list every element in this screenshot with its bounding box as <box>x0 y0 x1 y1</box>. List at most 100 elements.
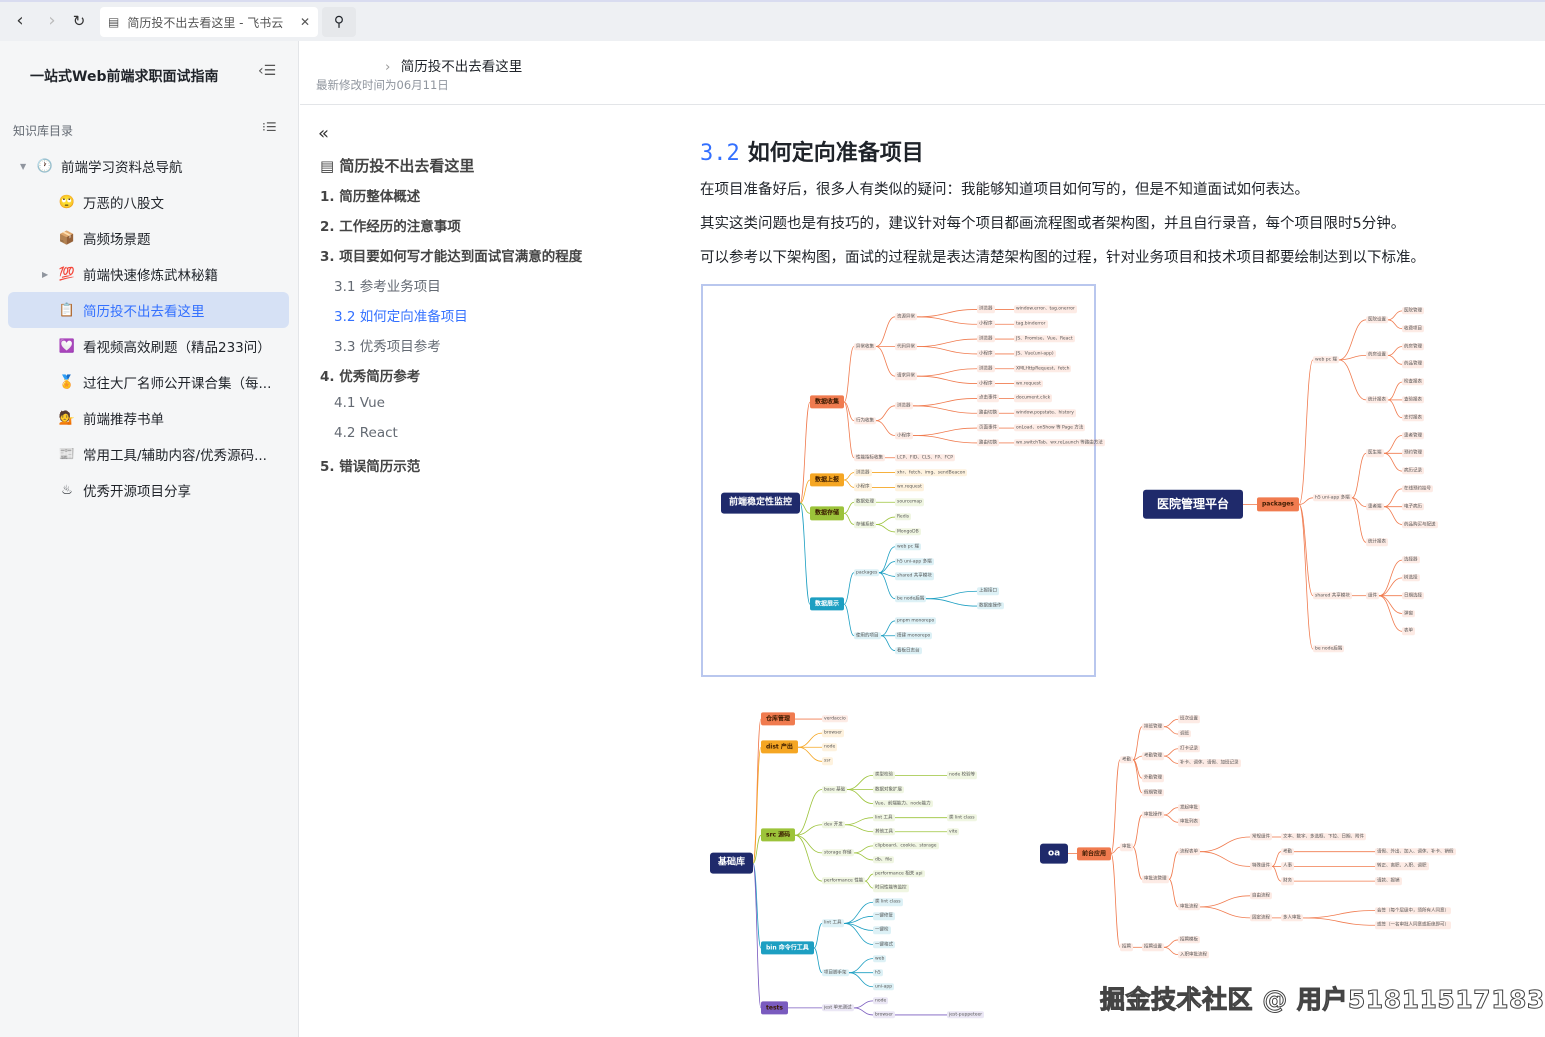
mindmap-node: 招聘设置 <box>1142 943 1164 951</box>
mindmap-connector <box>925 598 978 607</box>
mindmap-node: 财务 <box>1281 877 1294 885</box>
toc-item[interactable]: 1. 简历整体概述 <box>320 189 421 205</box>
sidebar-item[interactable]: 🙄万恶的八股文 <box>8 184 289 220</box>
mindmap-connector <box>799 479 811 504</box>
toc-item[interactable]: 3.2 如何定向准备项目 <box>334 309 468 325</box>
mindmap-node: 文本、数字、多选框、下拉、日期、附件 <box>1281 833 1366 841</box>
browser-tab[interactable]: ▤ 简历投不出去看这里 - 飞书云 ✕ <box>100 7 318 37</box>
sidebar-item[interactable]: ▶💯前端快速修炼武林秘籍 <box>8 256 289 292</box>
mindmap-node: 类型校验 <box>873 771 895 780</box>
chevron-left-icon[interactable]: ‹ <box>16 10 24 31</box>
toc-item[interactable]: 4.2 React <box>334 425 398 441</box>
mindmap-node: base 基础 <box>822 785 848 794</box>
collapse-toc-icon[interactable]: « <box>318 123 330 144</box>
watermark: 掘金技术社区 @ 用户5181151718372 <box>1100 985 1545 1015</box>
mindmap-node: 打卡记录 <box>1178 745 1200 753</box>
mindmap-node: 数据处理 <box>854 498 876 506</box>
mindmap-hospital-platform[interactable]: 医院管理收费项目医院设置药房管理药品管理药房设置检查报表查验报表支付报表统计报表… <box>1130 290 1545 680</box>
mindmap-node: 一键检 <box>873 926 891 935</box>
paragraph: 可以参考以下架构图，面试的过程就是表达清楚架构图的过程，针对业务项目和技术项目都… <box>700 250 1425 266</box>
mindmap-node: 固定流程 <box>1250 914 1272 922</box>
search-button[interactable]: ⚲ <box>322 7 356 37</box>
mindmap-node: 收费项目 <box>1402 324 1424 333</box>
mindmap-connector <box>752 863 762 949</box>
mindmap-node: 搭建 monorepo <box>895 632 933 640</box>
sidebar-item[interactable]: 🏅过往大厂名师公开课合集（每... <box>8 364 289 400</box>
mindmap-connector <box>853 852 874 861</box>
mindmap-node: lint 工具 <box>873 813 895 822</box>
mindmap-connector <box>1163 814 1179 823</box>
sidebar-item[interactable]: ▼🕐前端学习资料总导航 <box>8 148 289 184</box>
mindmap-connector <box>843 501 855 514</box>
toc-item[interactable]: 3.3 优秀项目参考 <box>334 339 441 355</box>
mindmap-connectors <box>752 718 947 1016</box>
mindmap-node: tests <box>761 1001 788 1015</box>
mindmap-node: shared 共享模块 <box>895 572 934 581</box>
mindmap-node: 班次设置 <box>1178 715 1200 724</box>
page-emoji-icon: ♨ <box>61 482 73 498</box>
mindmap-connector <box>1383 506 1403 525</box>
mindmap-connector <box>848 958 874 974</box>
toc-item[interactable]: 3.1 参考业务项目 <box>334 279 441 295</box>
sidebar-item[interactable]: 📰常用工具/辅助内容/优秀源码... <box>8 436 289 472</box>
sidebar-item[interactable]: 📋简历投不出去看这里 <box>8 292 289 328</box>
mindmap-node: 常规组件 <box>1250 833 1272 841</box>
mindmap-connector <box>1387 310 1403 321</box>
mindmap-node: 招聘 <box>1120 943 1133 951</box>
chevron-right-icon[interactable]: › <box>48 10 56 31</box>
sidebar-item-label: 简历投不出去看这里 <box>83 304 205 320</box>
mindmap-node: uni-app <box>873 983 895 991</box>
mindmap-node: 数据存储 <box>810 506 845 520</box>
close-icon[interactable]: ✕ <box>299 15 310 29</box>
mindmap-connector <box>916 368 978 377</box>
mindmap-node: document.click <box>1014 394 1053 403</box>
toc-item[interactable]: 4.1 Vue <box>334 395 385 411</box>
mindmap-node: 审批操作 <box>1142 811 1164 819</box>
sidebar-item[interactable]: 💁前端推荐书单 <box>8 400 289 436</box>
toc-item[interactable]: 5. 错误简历示范 <box>320 459 421 475</box>
mindmap-connector <box>843 572 855 605</box>
list-settings-icon[interactable]: ⁝☰ <box>262 120 277 134</box>
mindmap-connectors <box>1243 310 1403 650</box>
collapse-arrow-icon[interactable]: ▶ <box>42 269 49 279</box>
mindmap-node: 上报接口 <box>977 587 999 595</box>
page-emoji-icon: 🙄 <box>58 194 76 210</box>
sidebar-item[interactable]: ♨优秀开源项目分享 <box>8 472 289 508</box>
sidebar-item-label: 前端快速修炼武林秘籍 <box>83 268 218 284</box>
mindmap-node: browser <box>873 1011 896 1019</box>
mindmap-connector <box>1338 355 1367 361</box>
mindmap-connector <box>799 502 811 605</box>
sidebar-item[interactable]: 📦高频场景题 <box>8 220 289 256</box>
mindmap-connector <box>843 472 855 481</box>
mindmap-connector <box>843 479 855 488</box>
mindmap-connector <box>843 901 874 924</box>
mindmap-node: 点击事件 <box>977 394 999 403</box>
mindmap-connector <box>1338 319 1367 361</box>
mindmap-node: 补卡、调休、请假、加班记录 <box>1178 759 1241 768</box>
page-emoji-icon: 📰 <box>58 446 76 462</box>
heading-text: 如何定向准备项目 <box>747 141 924 166</box>
mindmap-node: 药品购买与配送 <box>1402 520 1438 529</box>
mindmap-node: 查验报表 <box>1402 396 1424 404</box>
toc-doc-title[interactable]: ▤ 简历投不出去看这里 <box>320 155 474 176</box>
breadcrumb-current[interactable]: 简历投不出去看这里 <box>400 59 523 75</box>
mindmap-connector <box>1168 851 1179 880</box>
mindmap-node: 转正、离职、入职、调职 <box>1375 862 1429 871</box>
toc-item[interactable]: 2. 工作经历的注意事项 <box>320 219 461 235</box>
collapse-sidebar-icon[interactable]: ‹☰ <box>258 63 277 79</box>
mindmap-oa[interactable]: 班次设置调班排班管理打卡记录补卡、调休、请假、加班记录考勤管理外勤管理假期管理考… <box>1030 700 1545 975</box>
mindmap-connector <box>799 401 811 504</box>
mindmap-connector <box>1383 452 1403 472</box>
mindmap-node: 请求异常 <box>895 372 917 380</box>
mindmap-node: 浏览器 <box>854 468 872 477</box>
mindmap-root: 医院管理平台 <box>1143 490 1244 519</box>
reload-icon[interactable]: ↻ <box>72 12 86 30</box>
mindmap-connector <box>1271 866 1282 882</box>
toc-item[interactable]: 4. 优秀简历参考 <box>320 369 421 385</box>
expand-arrow-icon[interactable]: ▼ <box>20 161 27 171</box>
breadcrumb-separator: › <box>385 59 391 75</box>
toc-item[interactable]: 3. 项目要如何写才能达到面试官满意的程度 <box>320 249 583 265</box>
sidebar-item[interactable]: 💟看视频高效刷题（精品233问） <box>8 328 289 364</box>
